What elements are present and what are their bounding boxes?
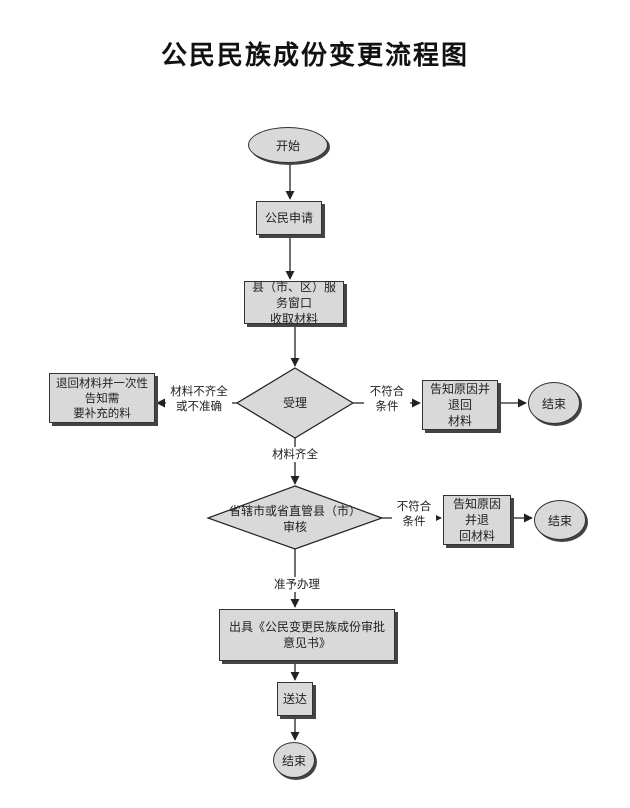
end-final-node: 结束 [273, 742, 315, 778]
edge-label-not-qualified-2: 不符合 条件 [392, 499, 436, 529]
accept-decision-diamond [235, 367, 355, 439]
start-label: 开始 [275, 138, 300, 153]
review-label: 省辖市或省直管县（市） 审核 [228, 504, 361, 534]
edge-label-approve: 准予办理 [268, 577, 326, 592]
issue-node: 出具《公民变更民族成份审批意见书》 [219, 609, 395, 661]
end-2-node: 结束 [534, 500, 586, 540]
return-once-node: 退回材料并一次性告知需 要补充的料 [49, 373, 155, 423]
end-1-label: 结束 [541, 396, 566, 411]
deliver-node: 送达 [277, 682, 313, 716]
apply-node: 公民申请 [256, 201, 322, 235]
review-decision-diamond [206, 485, 384, 550]
accept-label: 受理 [282, 396, 307, 410]
end-2-label: 结束 [547, 513, 572, 528]
notify-return-2-node: 告知原因并退 回材料 [443, 495, 511, 545]
collect-node: 县（市、区）服务窗口 收取材料 [244, 280, 344, 326]
edge-label-incomplete: 材料不齐全 或不准确 [166, 384, 232, 414]
end-1-node: 结束 [528, 382, 580, 424]
notify-return-1-node: 告知原因并退回 材料 [422, 380, 498, 430]
edge-label-not-qualified-1: 不符合 条件 [364, 384, 410, 414]
start-node: 开始 [248, 127, 328, 163]
end-final-label: 结束 [281, 753, 306, 768]
page-title: 公民民族成份变更流程图 [160, 41, 469, 71]
edge-label-complete: 材料齐全 [266, 447, 324, 462]
